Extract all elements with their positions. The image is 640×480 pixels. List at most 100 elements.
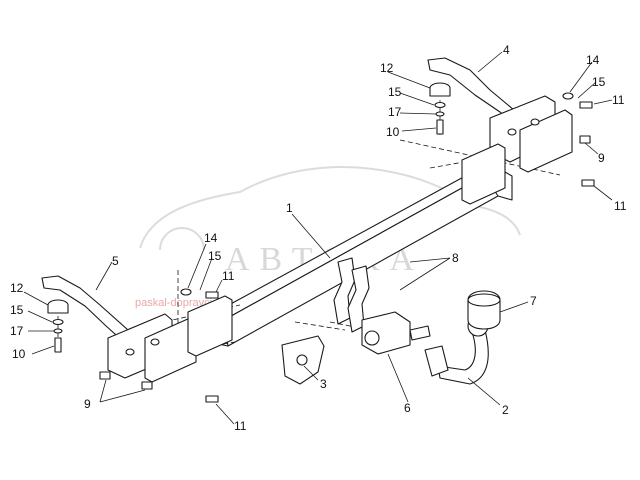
bolt-11 [205, 291, 219, 299]
callout-11-top-right: 11 [612, 93, 625, 107]
callout-12-left: 12 [10, 281, 24, 295]
socket-face [364, 330, 380, 346]
leader-lines [23, 51, 613, 425]
crossbar-end-plates [187, 143, 506, 357]
callout-9-left: 9 [84, 397, 91, 411]
callout-10-right: 10 [386, 125, 400, 139]
bolt-11 [581, 179, 595, 187]
leader-17a [399, 112, 437, 115]
callout-1: 1 [286, 201, 293, 215]
crossbar-right-end-plate [461, 143, 506, 205]
callout-15-left-stack: 15 [10, 303, 24, 317]
bolts [99, 92, 595, 403]
callout-15-right: 15 [592, 75, 606, 89]
bolt-9 [141, 381, 153, 390]
leader-4 [477, 51, 503, 73]
callout-8: 8 [452, 251, 459, 265]
leader-3 [303, 365, 319, 381]
callout-12-right: 12 [380, 61, 394, 75]
left-bracket-hole [150, 338, 160, 346]
leader-14a [569, 61, 593, 93]
watermark-car-wheel [159, 227, 205, 251]
callout-17-left: 17 [10, 324, 24, 338]
leader-11b [593, 185, 613, 201]
leader-5 [95, 261, 113, 291]
leader-2 [467, 377, 501, 406]
ball-mount-brackets [333, 257, 370, 333]
bolt-10 [436, 119, 444, 135]
leader-10b [31, 345, 55, 355]
leader-8b [399, 257, 451, 291]
callout-4: 4 [503, 43, 510, 57]
callout-17-right: 17 [388, 105, 402, 119]
leader-12b [23, 291, 49, 306]
callout-9-right: 9 [598, 151, 605, 165]
alignment-line [294, 321, 346, 331]
hitch-mount-block [424, 345, 449, 377]
washer-15 [52, 318, 64, 326]
callout-2: 2 [502, 403, 509, 417]
leader-15c [577, 81, 597, 99]
callout-3: 3 [320, 377, 327, 391]
bolt-10 [54, 337, 62, 353]
washer-15 [434, 101, 446, 109]
leader-11c [215, 279, 223, 293]
leader-9c [584, 142, 599, 155]
rubber-pad-12-side [47, 305, 69, 314]
ball-cover-top [467, 293, 501, 307]
bolt-9 [99, 371, 111, 380]
washer-14 [562, 92, 574, 100]
callout-15-right-stack: 15 [388, 85, 402, 99]
callout-labels: 1 2 3 4 5 6 7 8 9 9 10 10 11 11 11 11 12… [10, 43, 627, 433]
socket-bracket-hole [296, 354, 308, 366]
callout-11-right: 11 [614, 199, 627, 213]
callout-15-left: 15 [208, 249, 222, 263]
leader-6 [387, 353, 409, 403]
leader-10a [401, 127, 437, 132]
left-bracket-part [41, 275, 197, 383]
bolt-9 [579, 135, 591, 144]
crossbar-left-end-plate [187, 295, 233, 357]
callout-7: 7 [530, 294, 537, 308]
washer-17 [435, 111, 445, 117]
callout-14-left: 14 [204, 231, 218, 245]
leader-12a [387, 71, 431, 89]
leader-15a [399, 92, 435, 106]
bolt-11 [579, 101, 593, 109]
hitch-neck [437, 329, 489, 385]
leader-9a [99, 379, 107, 403]
leader-8 [409, 257, 451, 263]
leader-11a [593, 99, 613, 105]
watermark-subtext: paskal-dopravci [135, 297, 212, 309]
left-hardware-stack [47, 299, 69, 353]
callout-14-right: 14 [586, 53, 600, 67]
right-mount-plate [519, 109, 573, 173]
right-hardware-stack [429, 82, 451, 135]
washer-17 [53, 328, 63, 334]
callout-11-bottom: 11 [234, 419, 247, 433]
ball-cover-part [467, 290, 501, 330]
leader-15b [27, 310, 53, 323]
electrical-socket-part [361, 311, 431, 355]
leader-11d [215, 403, 235, 425]
bolt-11 [205, 395, 219, 403]
right-bracket-hole [530, 118, 540, 126]
left-bracket-hole [125, 348, 135, 356]
leader-15d [199, 257, 213, 291]
callout-5: 5 [112, 254, 119, 268]
callout-10-left: 10 [12, 347, 26, 361]
leader-1 [291, 213, 331, 259]
leader-7 [499, 301, 529, 313]
callout-6: 6 [404, 401, 411, 415]
leader-9b [99, 389, 146, 403]
washer-14 [180, 288, 192, 296]
right-bracket-hole [507, 128, 517, 136]
socket-cable [409, 325, 431, 341]
callout-11-center: 11 [222, 269, 235, 283]
watermark-car-outline [139, 165, 521, 249]
socket-bracket-part [281, 335, 325, 385]
leader-14b [187, 243, 207, 289]
rubber-pad-12-side [429, 88, 451, 97]
